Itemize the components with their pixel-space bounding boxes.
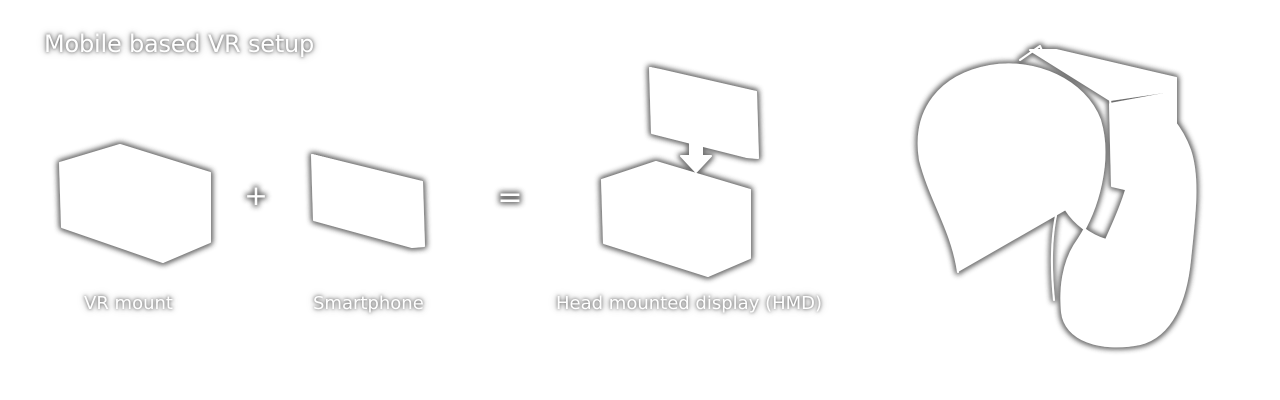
plus-sign: + [244, 179, 267, 212]
vr-mount-label: VR mount [84, 293, 173, 314]
vr-mount-icon [59, 144, 211, 263]
person-wearing-hmd-illustration [917, 45, 1197, 348]
hmd-label: Head mounted display (HMD) [556, 293, 823, 314]
hmd-icon [601, 67, 759, 277]
equals-sign: = [497, 180, 522, 215]
smartphone-label: Smartphone [313, 293, 424, 314]
smartphone-icon [311, 154, 425, 248]
diagram-title: Mobile based VR setup [44, 30, 315, 58]
